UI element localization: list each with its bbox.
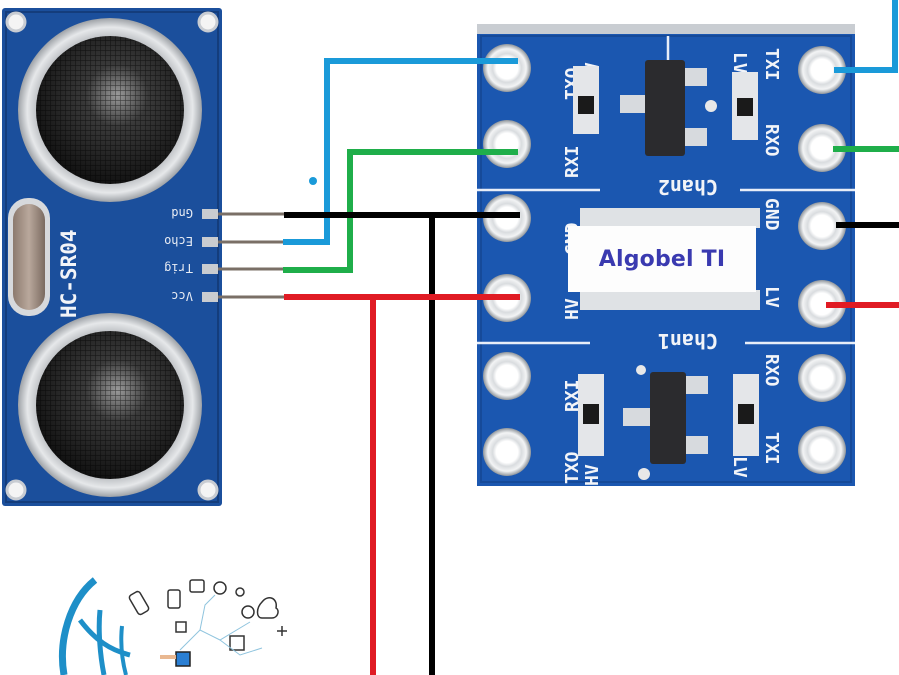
bottom-lv-label: LV [729,456,750,478]
wire-echo-blue [283,58,518,245]
right-pin-label: RXO [761,354,782,387]
bottom-hv-label: HV [582,464,603,486]
resistor-chan2-hv [573,66,599,134]
wire-txi-blue [834,0,898,73]
right-pin-label: TXI [761,432,782,465]
ultrasonic-transducer-top [18,18,202,202]
pad [483,352,531,400]
pad [798,354,846,402]
mosfet-chan2 [620,60,717,156]
channel-label-chan2: Chan2 [658,175,718,199]
pad [798,46,846,94]
pad [798,280,846,328]
wire-trig-green [283,149,518,273]
left-pin-label: HV [562,298,583,320]
sensor-pin-label-gnd: Gnd [171,206,193,220]
left-pin-pads [483,44,531,476]
pad [798,426,846,474]
pad [483,120,531,168]
ultrasonic-transducer-bottom [18,313,202,497]
hc-sr04-sensor: HC-SR04 Gnd Echo Trig Vcc [2,8,290,506]
right-pin-label: TXI [761,48,782,81]
mounting-hole [5,11,27,33]
sensor-pin-label-trig: Trig [164,261,193,275]
sensor-pin-label-echo: Echo [164,234,193,248]
right-pin-label: LV [761,286,782,308]
pad [798,202,846,250]
left-pin-label: TXO [562,451,583,484]
pad [483,428,531,476]
left-pin-label: RXI [562,145,583,178]
pad [798,124,846,172]
wire-stray-dot [309,177,317,185]
sensor-pin-header [202,209,218,302]
sensor-pin-label-vcc: Vcc [171,289,193,303]
sensor-model-label: HC-SR04 [57,229,81,318]
channel-label-chan1: Chan1 [658,329,718,353]
mounting-hole [197,11,219,33]
resistor-chan1-hv [578,374,604,456]
mounting-hole [5,479,27,501]
resistor-chan2-lv [732,72,758,140]
watermark-text: Algobel TI [598,246,726,272]
left-pin-label: RXI [562,379,583,412]
iot-globe-logo [58,577,287,675]
mosfet-chan1 [623,365,708,480]
center-resistors [580,208,760,310]
wires [283,0,899,675]
resistor-chan1-lv [733,374,759,456]
right-pin-pads [798,46,846,474]
right-pin-label: RXO [761,124,782,157]
right-pin-label: GND [761,198,782,231]
crystal-oscillator [8,198,50,316]
top-lv-label: LV [729,52,750,74]
pad [483,44,531,92]
watermark-box: Algobel TI [568,226,756,292]
mounting-hole [197,479,219,501]
